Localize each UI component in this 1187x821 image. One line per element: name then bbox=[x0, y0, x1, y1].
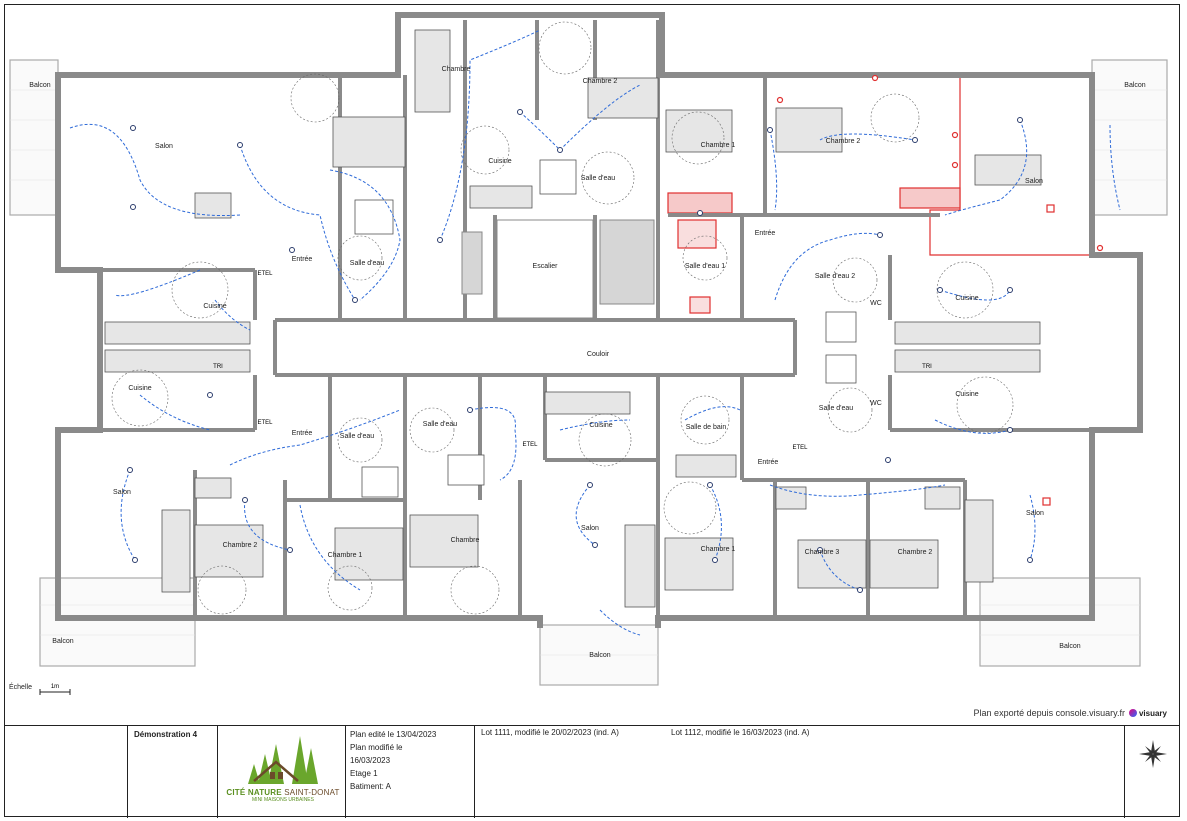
logo-sub: MINI MAISONS URBAINES bbox=[252, 797, 314, 803]
floor-plan: Balcon Balcon Balcon Balcon Balcon Salon… bbox=[9, 12, 1168, 695]
label-salle-eau-nw: Salle d'eau bbox=[350, 260, 385, 267]
label-salle-bain: Salle de bain bbox=[686, 424, 727, 431]
label-balcon-se: Balcon bbox=[1059, 643, 1081, 650]
label-cuisine-se: Cuisine bbox=[955, 391, 978, 398]
lot-info: Lot 1111, modifié le 20/02/2023 (ind. A)… bbox=[475, 726, 1125, 818]
shaft-block bbox=[461, 231, 483, 295]
modified-date: 16/03/2023 bbox=[350, 756, 391, 765]
room-labels: Balcon Balcon Balcon Balcon Balcon Salon… bbox=[29, 66, 1146, 659]
label-chambre2-sw: Chambre 2 bbox=[223, 542, 258, 549]
tag-etel-4: ETEL bbox=[792, 445, 808, 451]
label-chambre2-n: Chambre 2 bbox=[583, 78, 618, 85]
label-chambre1-ne: Chambre 1 bbox=[701, 142, 736, 149]
door-swings bbox=[111, 21, 1014, 615]
label-entree-nw: Entrée bbox=[292, 256, 313, 263]
highlight-zone bbox=[667, 74, 1090, 314]
compass-cell bbox=[1125, 726, 1180, 818]
tag-tri-2: TRI bbox=[922, 364, 932, 370]
tag-tri-1: TRI bbox=[213, 364, 223, 370]
label-salle-eau-n: Salle d'eau bbox=[581, 175, 616, 182]
label-balcon-nw: Balcon bbox=[29, 82, 51, 89]
label-balcon-sw: Balcon bbox=[52, 638, 74, 645]
tag-etel-2: ETEL bbox=[257, 420, 273, 426]
stair-block bbox=[496, 219, 594, 319]
scale-bar bbox=[39, 689, 71, 695]
label-chambre3-se: Chambre 3 bbox=[805, 549, 840, 556]
label-cuisine-s: Cuisine bbox=[589, 422, 612, 429]
edit-date: Plan edité le 13/04/2023 bbox=[350, 730, 437, 739]
label-cuisine-w1: Cuisine bbox=[203, 303, 226, 310]
batiment: Batiment: A bbox=[350, 782, 391, 791]
label-entree-ne: Entrée bbox=[755, 230, 776, 237]
shower-trays bbox=[354, 159, 857, 498]
label-wc-se: WC bbox=[870, 400, 882, 407]
logo-main-text: CITÉ NATURE bbox=[226, 788, 282, 797]
logo-cell: CITÉ NATURE SAINT-DONAT MINI MAISONS URB… bbox=[218, 726, 346, 818]
label-chambre2-ne: Chambre 2 bbox=[826, 138, 861, 145]
furniture bbox=[104, 29, 1042, 608]
label-chambre-n: Chambre bbox=[442, 66, 471, 73]
label-wc-ne: WC bbox=[870, 300, 882, 307]
balcony-se bbox=[979, 577, 1141, 667]
balcony-sw bbox=[39, 577, 196, 667]
scale-unit: 1m bbox=[51, 684, 59, 690]
tag-etel-3: ETEL bbox=[522, 442, 538, 448]
label-chambre1-se: Chambre 1 bbox=[701, 546, 736, 553]
label-salle-eau2-ne: Salle d'eau 2 bbox=[815, 273, 855, 280]
visuary-logo: visuary bbox=[1128, 708, 1167, 718]
logo-place-text: SAINT-DONAT bbox=[284, 788, 340, 797]
electrical-wiring bbox=[69, 29, 1121, 636]
label-escalier: Escalier bbox=[533, 263, 559, 270]
balcony-nw bbox=[9, 59, 59, 216]
outlets bbox=[127, 109, 1033, 593]
compass-rose-icon bbox=[1139, 740, 1167, 768]
label-salle-eau-se: Salle d'eau bbox=[819, 405, 854, 412]
label-entree-sw: Entrée bbox=[292, 430, 313, 437]
label-salon-ne: Salon bbox=[1025, 178, 1043, 185]
label-balcon-s: Balcon bbox=[589, 652, 611, 659]
label-chambre1-sw: Chambre 1 bbox=[328, 552, 363, 559]
tags: ETEL ETEL ETEL ETEL TRI TRI bbox=[213, 271, 932, 451]
label-chambre2-se: Chambre 2 bbox=[898, 549, 933, 556]
label-salle-eau-s: Salle d'eau bbox=[423, 421, 458, 428]
label-salle-eau-sw: Salle d'eau bbox=[340, 433, 375, 440]
scale-label: Échelle bbox=[9, 684, 32, 691]
label-salon-s: Salon bbox=[581, 525, 599, 532]
cite-nature-logo: CITÉ NATURE SAINT-DONAT MINI MAISONS URB… bbox=[218, 726, 346, 818]
label-salon-se: Salon bbox=[1026, 510, 1044, 517]
logo-main: CITÉ NATURE SAINT-DONAT bbox=[224, 788, 342, 797]
label-cuisine-w2: Cuisine bbox=[128, 385, 151, 392]
balcony-ne bbox=[1091, 59, 1168, 216]
sheet-frame bbox=[4, 4, 1180, 817]
red-outlets bbox=[776, 74, 1104, 506]
title-block: Démonstration 4 CITÉ NATURE SAINT-DONAT bbox=[4, 725, 1180, 818]
export-note: Plan exporté depuis console.visuary.fr v… bbox=[974, 708, 1167, 718]
label-entree-se: Entrée bbox=[758, 459, 779, 466]
etage: Etage 1 bbox=[350, 769, 378, 778]
label-salle-eau1-ne: Salle d'eau 1 bbox=[685, 263, 725, 270]
label-salon-nw: Salon bbox=[155, 143, 173, 150]
balcony-tiles bbox=[10, 89, 1167, 656]
interior-walls bbox=[100, 20, 1092, 618]
elevator-block bbox=[599, 219, 655, 305]
label-salon-sw: Salon bbox=[113, 489, 131, 496]
lot-1112: Lot 1112, modifié le 16/03/2023 (ind. A) bbox=[671, 728, 810, 737]
tag-etel-1: ETEL bbox=[257, 271, 273, 277]
visuary-brand: visuary bbox=[1138, 708, 1167, 718]
label-chambre-s: Chambre bbox=[451, 537, 480, 544]
export-text: Plan exporté depuis console.visuary.fr bbox=[973, 708, 1125, 718]
lot-1111: Lot 1111, modifié le 20/02/2023 (ind. A) bbox=[481, 728, 619, 737]
label-couloir: Couloir bbox=[587, 351, 610, 358]
visuary-logo-icon bbox=[1128, 709, 1137, 717]
title-block-blank bbox=[4, 726, 128, 818]
plan-info: Plan edité le 13/04/2023 Plan modifié le… bbox=[346, 726, 475, 818]
modified-label: Plan modifié le bbox=[350, 743, 403, 752]
label-balcon-ne: Balcon bbox=[1124, 82, 1146, 89]
label-cuisine-ne: Cuisine bbox=[955, 295, 978, 302]
project-name: Démonstration 4 bbox=[128, 726, 218, 818]
logo-trees-icon bbox=[248, 736, 318, 784]
core-blocks bbox=[461, 219, 655, 319]
label-cuisine-n: Cuisine bbox=[488, 158, 511, 165]
